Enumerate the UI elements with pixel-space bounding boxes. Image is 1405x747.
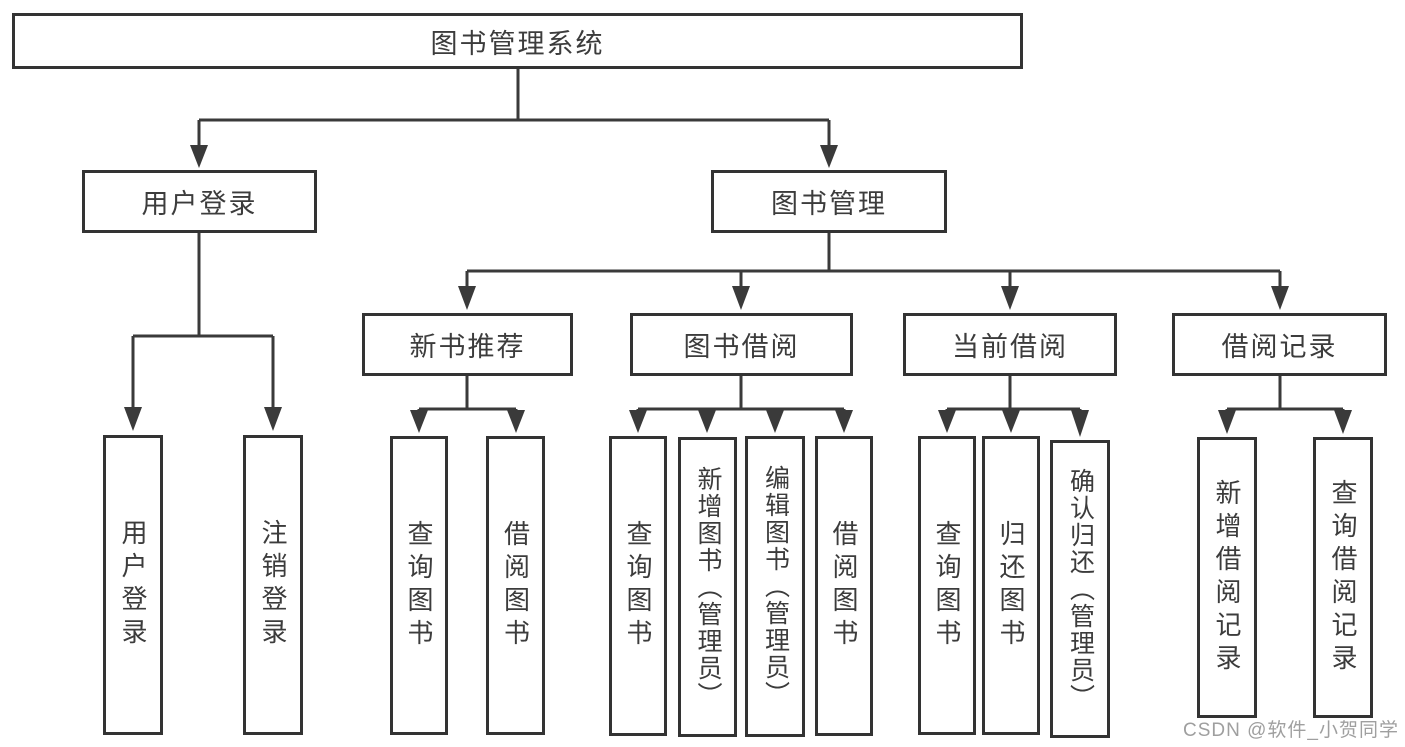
connector-root-split: [197, 69, 831, 146]
arrowhead-to-cb-return: [1002, 410, 1020, 433]
leaf-bb-query-books-label: 查询图书: [623, 520, 653, 652]
arrowhead-to-cb-query: [938, 410, 956, 433]
node-user-login-label: 用户登录: [141, 189, 258, 219]
leaf-cb-confirm-return-admin: 确认归还（管理员）: [1050, 440, 1110, 738]
arrowhead-to-br-query: [1334, 410, 1352, 434]
connector-book-management-split: [465, 233, 1282, 287]
node-library-management-system: 图书管理系统: [12, 13, 1023, 69]
leaf-bb-borrow-books: 借阅图书: [815, 436, 873, 736]
arrowhead-to-br-add: [1218, 410, 1236, 434]
arrowhead-to-cb-confirm: [1071, 410, 1089, 437]
leaf-logout-login: 注销登录: [243, 435, 303, 735]
leaf-user-login-label: 用户登录: [118, 519, 148, 651]
leaf-bb-edit-books-admin: 编辑图书（管理员）: [745, 436, 805, 737]
arrowhead-to-book-management: [820, 145, 838, 168]
arrowhead-to-bb-add: [698, 410, 716, 433]
arrowhead-to-leaf-logout: [264, 407, 282, 431]
leaf-cb-query-books-label: 查询图书: [932, 519, 962, 652]
leaf-query-borrow-record: 查询借阅记录: [1313, 437, 1373, 718]
leaf-bb-add-books-admin: 新增图书（管理员）: [678, 437, 737, 737]
node-book-borrowing-label: 图书借阅: [683, 332, 800, 362]
leaf-cb-return-books: 归还图书: [982, 436, 1040, 735]
leaf-cb-return-books-label: 归还图书: [996, 519, 1026, 652]
arrowhead-to-new-books: [458, 286, 476, 310]
node-borrowing-records: 借阅记录: [1172, 313, 1387, 376]
node-book-management-label: 图书管理: [771, 189, 887, 219]
arrowhead-to-bb-query: [629, 410, 647, 433]
connector-borrowing-records-split: [1225, 376, 1345, 412]
leaf-cb-confirm-return-admin-label: 确认归还（管理员）: [1066, 467, 1095, 711]
node-borrowing-records-label: 借阅记录: [1221, 332, 1338, 362]
leaf-nb-borrow-books: 借阅图书: [486, 436, 545, 735]
node-current-borrowing-label: 当前借阅: [952, 332, 1068, 362]
leaf-nb-query-books-label: 查询图书: [404, 519, 434, 652]
node-new-book-recommend: 新书推荐: [362, 313, 573, 376]
node-current-borrowing: 当前借阅: [903, 313, 1117, 376]
leaf-bb-add-books-admin-label: 新增图书（管理员）: [694, 465, 722, 709]
arrowhead-to-user-login: [190, 145, 208, 168]
leaf-bb-query-books: 查询图书: [609, 436, 667, 736]
leaf-query-borrow-record-label: 查询借阅记录: [1328, 478, 1358, 677]
leaf-add-borrow-record-label: 新增借阅记录: [1212, 478, 1242, 677]
leaf-cb-query-books: 查询图书: [918, 436, 976, 735]
node-new-book-recommend-label: 新书推荐: [409, 332, 526, 362]
leaf-nb-query-books: 查询图书: [390, 436, 448, 735]
leaf-nb-borrow-books-label: 借阅图书: [500, 519, 531, 652]
node-book-management: 图书管理: [711, 170, 947, 233]
arrowhead-to-leaf-user-login: [124, 407, 142, 431]
arrowhead-to-book-borrowing: [732, 286, 750, 310]
arrowhead-to-borrowing-records: [1271, 286, 1289, 310]
leaf-logout-login-label: 注销登录: [258, 519, 288, 651]
leaf-user-login: 用户登录: [103, 435, 163, 735]
connector-new-books-split: [417, 376, 518, 412]
node-user-login: 用户登录: [82, 170, 317, 233]
arrowhead-to-nb-borrow: [507, 410, 525, 433]
leaf-bb-borrow-books-label: 借阅图书: [829, 520, 859, 652]
connector-book-borrowing-split: [636, 376, 846, 412]
connector-user-login-split: [131, 233, 275, 408]
arrowhead-to-bb-borrow: [835, 410, 853, 433]
arrowhead-to-nb-query: [410, 410, 428, 433]
node-book-borrowing: 图书借阅: [630, 313, 853, 376]
node-library-management-system-label: 图书管理系统: [430, 28, 605, 59]
csdn-watermark: CSDN @软件_小贺同学: [1183, 720, 1399, 741]
arrowhead-to-current-borrowing: [1001, 286, 1019, 310]
connector-current-borrowing-split: [945, 376, 1082, 412]
leaf-add-borrow-record: 新增借阅记录: [1197, 437, 1257, 718]
arrowhead-to-bb-edit: [766, 410, 784, 433]
leaf-bb-edit-books-admin-label: 编辑图书（管理员）: [761, 465, 790, 708]
